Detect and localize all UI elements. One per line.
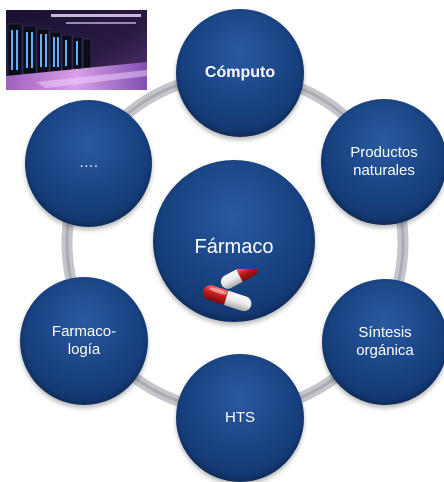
node-ellipsis: …. bbox=[25, 100, 152, 227]
pill-capsule-icon bbox=[203, 269, 258, 312]
node-farmaco-center: Fármaco bbox=[153, 160, 315, 322]
node-farmacologia: Farmaco- logía bbox=[20, 277, 148, 405]
node-sintesis-organica: Síntesis orgánica bbox=[322, 279, 444, 405]
node-label: Síntesis orgánica bbox=[356, 323, 414, 359]
supercomputer-photo bbox=[6, 10, 147, 90]
node-productos-naturales: Productos naturales bbox=[321, 99, 444, 225]
node-label: HTS bbox=[225, 408, 255, 426]
node-label: Cómputo bbox=[204, 64, 276, 82]
node-label: Productos naturales bbox=[350, 143, 418, 179]
center-label: Fármaco bbox=[194, 236, 274, 258]
node-label: Farmaco- logía bbox=[51, 322, 117, 358]
node-computo: Cómputo bbox=[176, 9, 304, 137]
node-hts: HTS bbox=[176, 354, 304, 482]
node-label: …. bbox=[78, 154, 99, 172]
